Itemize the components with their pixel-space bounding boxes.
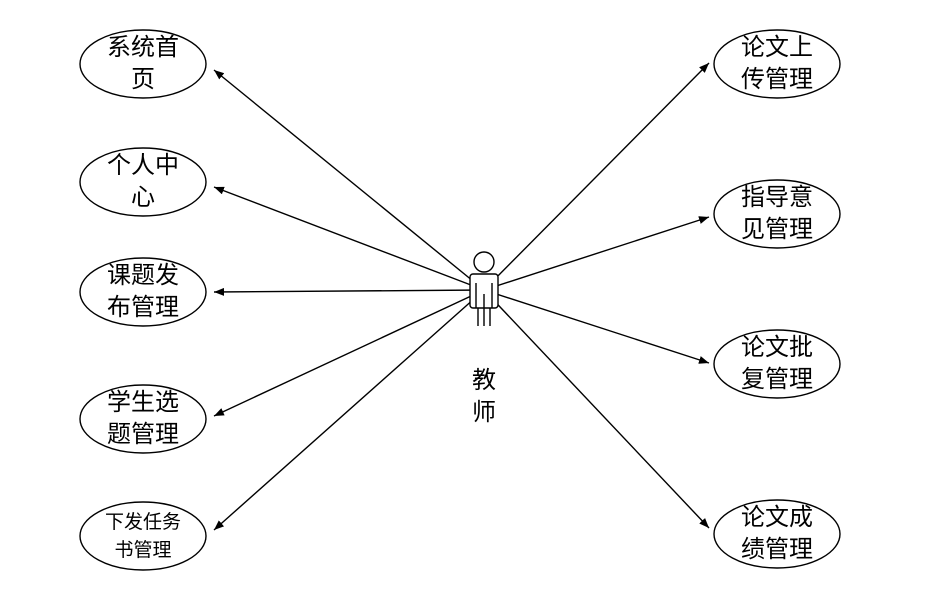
use-case-label-line: 复管理 [741,365,813,393]
use-case-label-line: 题管理 [107,420,179,448]
use-case-thesis-review[interactable]: 论文批 复管理 [713,329,841,399]
use-case-label-line: 论文成 [741,503,813,531]
use-case-personal-center[interactable]: 个人中 心 [79,147,207,217]
actor-label-line: 师 [472,398,496,426]
use-case-thesis-score[interactable]: 论文成 绩管理 [713,499,841,569]
use-case-label-line: 个人中 [107,151,179,179]
use-case-label-line: 传管理 [741,65,813,93]
association-line-thesis-score [483,289,710,529]
use-case-label-line: 心 [131,183,155,211]
use-case-label-line: 页 [131,65,155,93]
use-case-topic-publish[interactable]: 课题发 布管理 [79,257,207,327]
use-case-label-line: 论文批 [741,333,813,361]
use-case-label-line: 下发任务 [105,511,181,533]
use-case-guidance-opinions[interactable]: 指导意 见管理 [713,179,841,249]
association-line-home [213,69,485,291]
association-line-personal-center [213,186,485,291]
use-case-home[interactable]: 系统首 页 [79,29,207,99]
use-case-label-line: 绩管理 [741,535,813,563]
association-line-topic-publish [213,287,485,296]
association-line-guidance [483,216,710,291]
use-case-task-book[interactable]: 下发任务 书管理 [79,501,207,571]
use-case-label-line: 布管理 [107,293,179,321]
association-line-task-book [213,289,485,531]
association-line-student-selection [213,289,485,417]
association-line-thesis-upload [483,62,710,291]
use-case-label-line: 书管理 [114,539,171,561]
actor-label-line: 教 [472,366,496,394]
use-case-label-line: 见管理 [741,215,813,243]
use-case-label-line: 论文上 [741,33,813,61]
use-case-student-selection[interactable]: 学生选 题管理 [79,384,207,454]
use-case-label-line: 系统首 [107,33,179,61]
association-line-thesis-review [483,289,710,364]
use-case-label-line: 学生选 [107,388,179,416]
actor-head [473,251,495,273]
use-case-label-line: 指导意 [741,183,813,211]
use-case-label-line: 课题发 [107,261,179,289]
actor-teacher[interactable] [469,251,499,326]
association-lines [213,62,710,531]
use-case-thesis-upload[interactable]: 论文上 传管理 [713,29,841,99]
